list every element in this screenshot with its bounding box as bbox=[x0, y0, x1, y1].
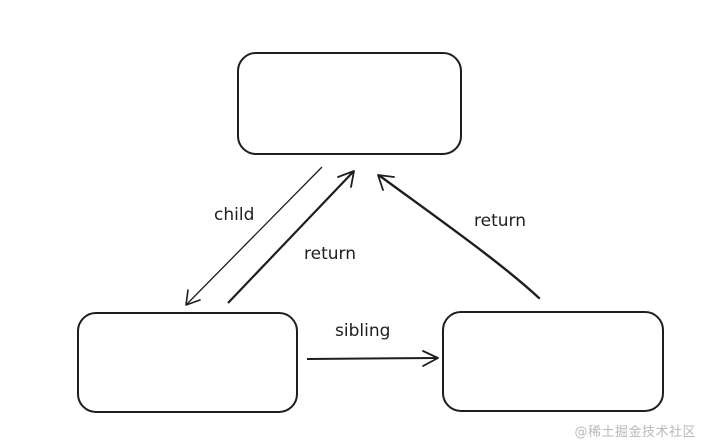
edge-label-sibling: sibling bbox=[335, 321, 390, 341]
node-child bbox=[77, 312, 298, 413]
edge-sibling-line bbox=[306, 357, 437, 360]
watermark-text: @稀土掘金技术社区 bbox=[574, 425, 696, 440]
node-parent bbox=[237, 52, 462, 155]
edge-label-child: child bbox=[214, 205, 254, 225]
edge-label-return-sibling: return bbox=[474, 211, 526, 231]
edge-return-sibling bbox=[377, 174, 541, 300]
edge-return-child bbox=[227, 170, 355, 304]
node-sibling bbox=[442, 311, 664, 412]
edge-child-line bbox=[185, 166, 323, 306]
edge-label-return-child: return bbox=[304, 244, 356, 264]
edge-return-child-arrowhead bbox=[337, 170, 355, 188]
edge-return-sibling-line bbox=[378, 174, 541, 300]
edge-return-child-line bbox=[227, 171, 354, 304]
edge-child-arrowhead bbox=[185, 289, 201, 306]
edge-child bbox=[185, 166, 323, 306]
edge-return-sibling-arrowhead bbox=[377, 174, 395, 191]
edge-sibling bbox=[306, 350, 439, 367]
edge-sibling-arrowhead bbox=[422, 350, 439, 367]
